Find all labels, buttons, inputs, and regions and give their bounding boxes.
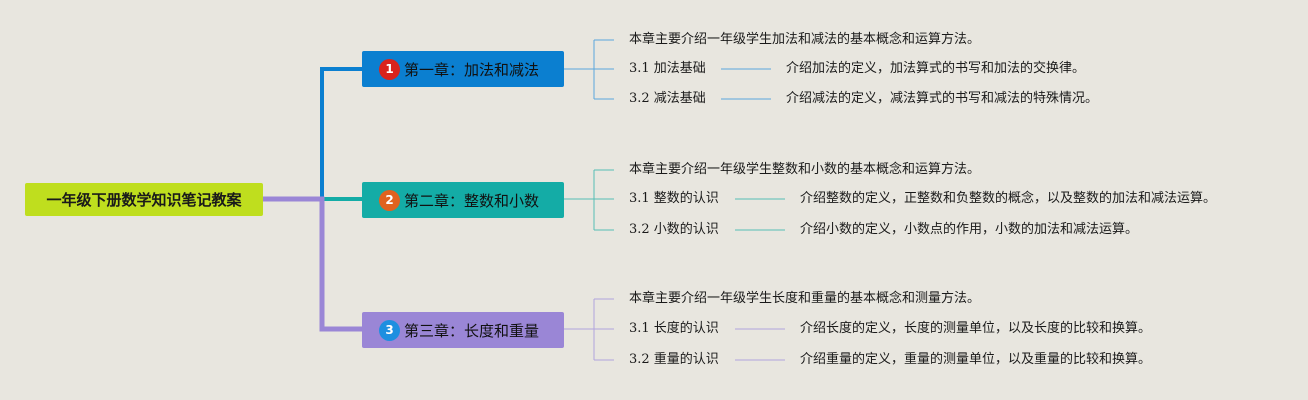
chapter-2-intro[interactable]: 本章主要介绍一年级学生整数和小数的基本概念和运算方法。 — [629, 162, 981, 177]
chapter-number-badge: 3 — [379, 319, 400, 341]
chapter-3-intro[interactable]: 本章主要介绍一年级学生长度和重量的基本概念和测量方法。 — [629, 291, 981, 306]
chapter-2-section-2-description[interactable]: 介绍小数的定义，小数点的作用，小数的加法和减法运算。 — [800, 222, 1139, 237]
root-node[interactable]: 一年级下册数学知识笔记教案 — [25, 183, 263, 216]
chapter-1-section-2-description[interactable]: 介绍减法的定义，减法算式的书写和减法的特殊情况。 — [786, 91, 1099, 106]
chapter-3-section-2-description[interactable]: 介绍重量的定义，重量的测量单位，以及重量的比较和换算。 — [800, 352, 1152, 367]
chapter-title: 第二章：整数和小数 — [404, 191, 540, 210]
chapter-3-section-1-label[interactable]: 3.1 长度的认识 — [629, 321, 719, 336]
branch-line-chapter-3 — [263, 196, 362, 332]
leaf-connectors-chapter-1 — [564, 39, 771, 100]
root-title: 一年级下册数学知识笔记教案 — [46, 191, 242, 209]
chapter-node-1[interactable]: 1 第一章：加法和减法 — [362, 51, 564, 87]
chapter-node-3[interactable]: 3 第三章：长度和重量 — [362, 312, 564, 348]
chapter-1-section-1-label[interactable]: 3.1 加法基础 — [629, 61, 706, 76]
chapter-1-section-2-label[interactable]: 3.2 减法基础 — [629, 91, 706, 106]
chapter-2-section-1-label[interactable]: 3.1 整数的认识 — [629, 191, 719, 206]
branch-line-chapter-1 — [263, 67, 362, 201]
chapter-number-badge: 2 — [379, 189, 400, 211]
chapter-title: 第一章：加法和减法 — [404, 60, 540, 79]
leaf-connectors-chapter-2 — [564, 169, 785, 231]
chapter-2-section-2-label[interactable]: 3.2 小数的认识 — [629, 222, 719, 237]
chapter-node-2[interactable]: 2 第二章：整数和小数 — [362, 182, 564, 218]
chapter-3-section-1-description[interactable]: 介绍长度的定义，长度的测量单位，以及长度的比较和换算。 — [800, 321, 1152, 336]
chapter-3-section-2-label[interactable]: 3.2 重量的认识 — [629, 352, 719, 367]
chapter-2-section-1-description[interactable]: 介绍整数的定义，正整数和负整数的概念，以及整数的加法和减法运算。 — [800, 191, 1217, 206]
chapter-title: 第三章：长度和重量 — [404, 321, 540, 340]
chapter-1-section-1-description[interactable]: 介绍加法的定义，加法算式的书写和加法的交换律。 — [786, 61, 1086, 76]
chapter-number-badge: 1 — [379, 58, 400, 80]
chapter-1-intro[interactable]: 本章主要介绍一年级学生加法和减法的基本概念和运算方法。 — [629, 32, 981, 47]
leaf-connectors-chapter-3 — [564, 298, 785, 361]
